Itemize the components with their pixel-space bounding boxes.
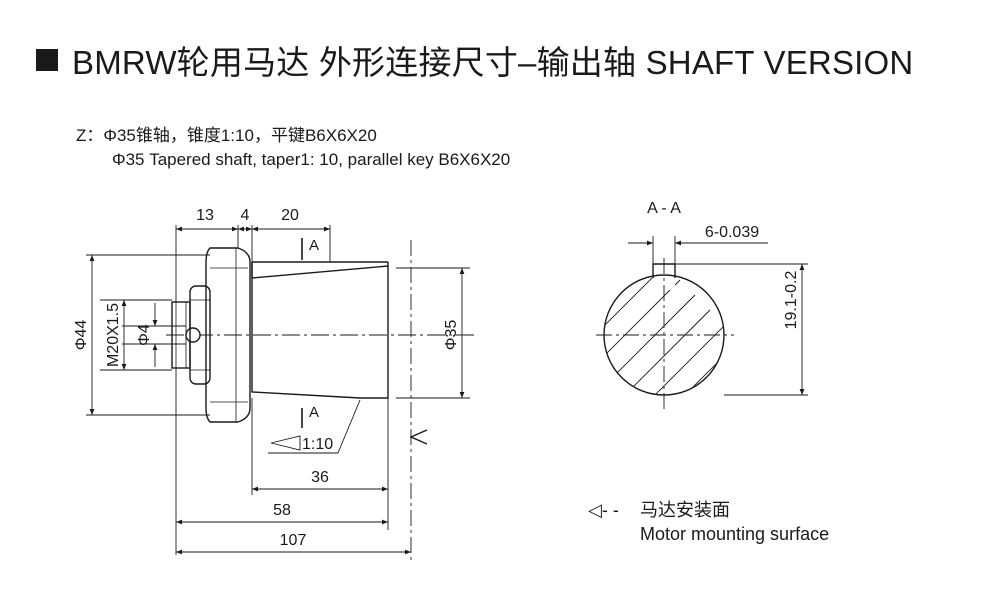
dim-13-label: 13 xyxy=(196,207,214,224)
taper-label: 1:10 xyxy=(302,436,333,453)
section-mark-top: A xyxy=(309,237,319,254)
key-depth-label: 19.1-0.2 xyxy=(783,271,800,330)
dim-phi4-label: Φ4 xyxy=(136,324,153,346)
mounting-surface-mark-icon xyxy=(409,429,428,445)
dim-36-label: 36 xyxy=(311,469,329,486)
dim-58-label: 58 xyxy=(273,502,291,519)
legend-cn: 马达安装面 xyxy=(640,500,730,520)
dim-m20-label: M20X1.5 xyxy=(105,303,122,367)
page-title: BMRW轮用马达 外形连接尺寸–输出轴 SHAFT VERSION xyxy=(72,44,914,81)
dim-phi44-label: Φ44 xyxy=(73,320,90,351)
note-line-en: Φ35 Tapered shaft, taper1: 10, parallel … xyxy=(112,150,511,169)
hex-nut xyxy=(205,247,251,423)
taper-leader xyxy=(268,399,361,454)
section-title: A - A xyxy=(647,200,681,217)
dim-107-label: 107 xyxy=(280,532,307,549)
legend-symbol: ◁- - xyxy=(588,500,619,520)
dim-20-label: 20 xyxy=(281,207,299,224)
tapered-shaft-body xyxy=(251,262,389,399)
taper-triangle-icon xyxy=(270,435,301,451)
legend-en: Motor mounting surface xyxy=(640,524,829,544)
section-mark-bottom: A xyxy=(309,404,319,421)
dim-phi35-label: Φ35 xyxy=(443,320,460,351)
nut-hub xyxy=(171,285,211,385)
section-view xyxy=(596,258,734,410)
side-view xyxy=(166,240,478,560)
title-square-icon xyxy=(36,49,58,71)
key-width-label: 6-0.039 xyxy=(705,224,759,241)
title-row: BMRW轮用马达 外形连接尺寸–输出轴 SHAFT VERSION xyxy=(36,40,913,81)
dim-4-label: 4 xyxy=(241,207,250,224)
legend: ◁- - 马达安装面 Motor mounting surface xyxy=(588,500,829,544)
note-line-cn: Z：Φ35锥轴，锥度1:10，平键B6X6X20 xyxy=(76,126,377,145)
